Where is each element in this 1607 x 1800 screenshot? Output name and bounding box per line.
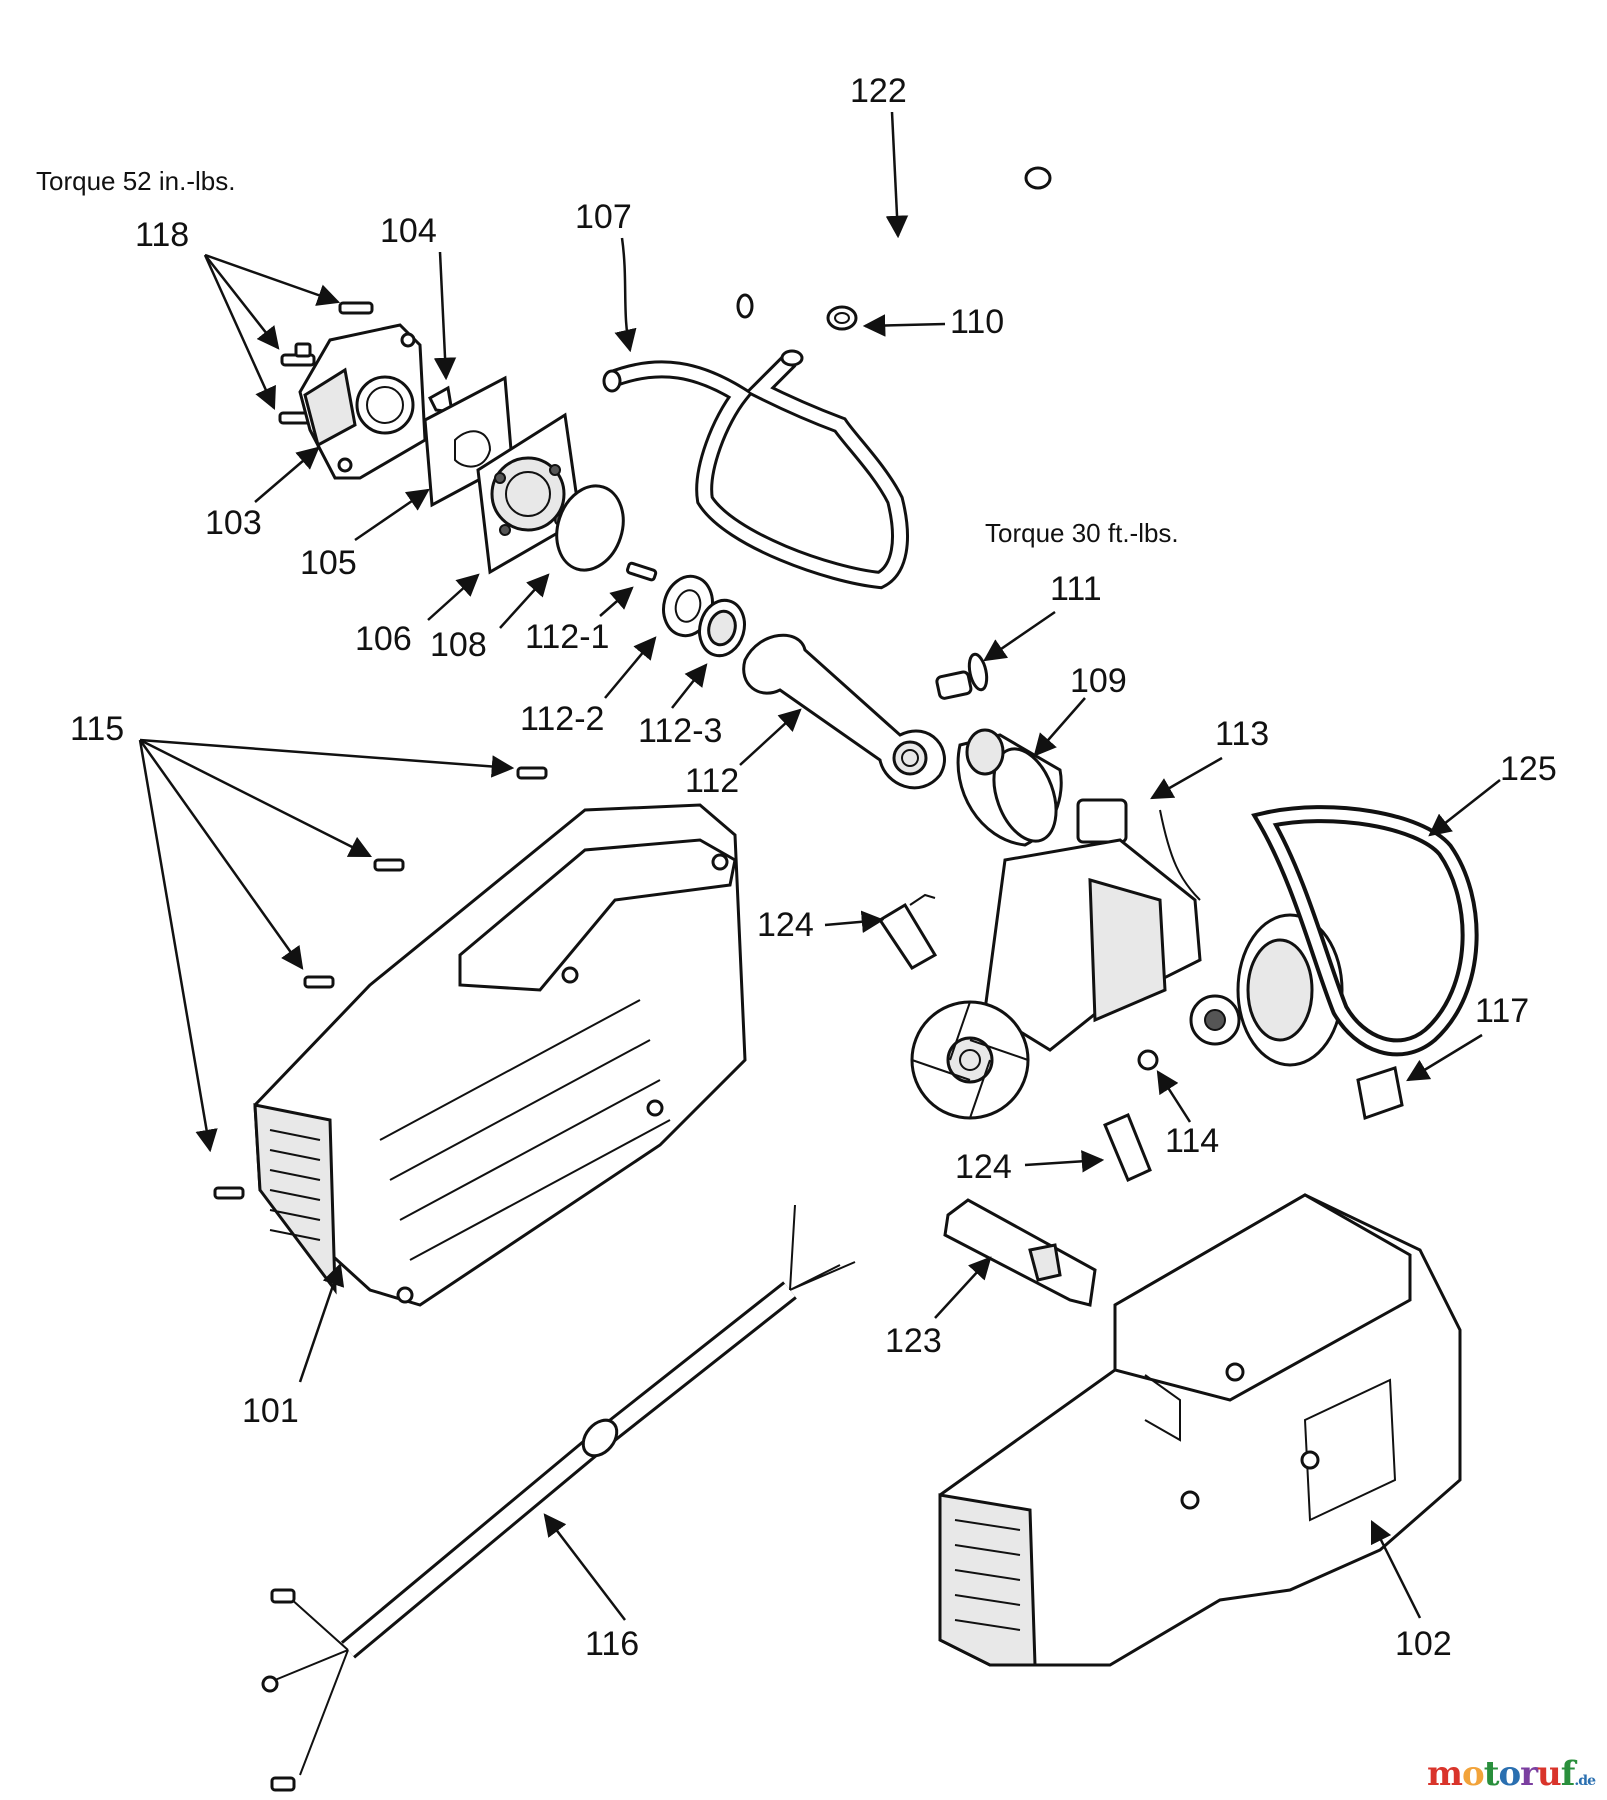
leaders-115 bbox=[138, 738, 515, 1153]
leader-112-2 bbox=[604, 636, 657, 699]
label-111: 111 bbox=[1050, 570, 1102, 608]
watermark-letter: r bbox=[1520, 1754, 1538, 1794]
label-108: 108 bbox=[430, 626, 487, 664]
label-105: 105 bbox=[300, 544, 357, 582]
label-112-3: 112-3 bbox=[638, 712, 722, 750]
leader-103 bbox=[254, 446, 320, 503]
label-110: 110 bbox=[950, 303, 1004, 341]
leader-117 bbox=[1406, 1033, 1483, 1082]
part-pad-117 bbox=[1356, 1066, 1404, 1120]
part-o-ring-108 bbox=[555, 484, 625, 572]
watermark-logo: motoruf.de bbox=[1427, 1754, 1596, 1794]
watermark-text: motoruf bbox=[1427, 1754, 1576, 1794]
leader-113 bbox=[1150, 756, 1223, 800]
label-117: 117 bbox=[1475, 992, 1529, 1030]
leader-101 bbox=[298, 1262, 345, 1383]
leader-124-upper bbox=[824, 910, 885, 933]
label-125: 125 bbox=[1500, 750, 1557, 788]
leader-110 bbox=[862, 314, 946, 337]
part-sleeve-109 bbox=[956, 728, 1063, 847]
part-valve-plate-106 bbox=[476, 412, 582, 575]
label-112: 112 bbox=[685, 762, 739, 800]
leader-112-3 bbox=[671, 663, 708, 709]
leader-116 bbox=[543, 1513, 626, 1621]
part-outlet-tube-122 bbox=[736, 152, 1066, 319]
watermark-letter: t bbox=[1483, 1754, 1500, 1794]
part-shroud-front-102 bbox=[938, 1193, 1462, 1667]
watermark-letter: m bbox=[1427, 1754, 1463, 1794]
label-101: 101 bbox=[242, 1392, 299, 1430]
part-pump-head-103 bbox=[298, 323, 427, 480]
label-124-upper: 124 bbox=[757, 906, 814, 944]
label-102: 102 bbox=[1395, 1625, 1452, 1663]
label-106: 106 bbox=[355, 620, 412, 658]
leader-105 bbox=[354, 488, 430, 542]
torque-note-connecting-rod: Torque 30 ft.-lbs. bbox=[985, 518, 1179, 548]
watermark-letter: u bbox=[1537, 1754, 1562, 1794]
part-belt-125 bbox=[1251, 805, 1479, 1057]
leader-102 bbox=[1370, 1519, 1422, 1619]
part-screws-118 bbox=[278, 301, 374, 425]
leader-114 bbox=[1156, 1070, 1192, 1123]
part-clamp-110 bbox=[826, 305, 858, 331]
label-118: 118 bbox=[135, 216, 189, 254]
leader-106 bbox=[427, 573, 480, 621]
label-116: 116 bbox=[585, 1625, 639, 1663]
watermark-letter: o bbox=[1462, 1754, 1485, 1794]
label-123: 123 bbox=[885, 1322, 942, 1360]
watermark-letter: f bbox=[1560, 1754, 1576, 1794]
leader-123 bbox=[934, 1256, 992, 1319]
part-screw-112-1 bbox=[626, 561, 658, 582]
watermark-suffix: .de bbox=[1574, 1773, 1596, 1789]
leader-124-lower bbox=[1024, 1150, 1105, 1173]
part-bracket-124-upper bbox=[877, 893, 938, 970]
part-bolt-111 bbox=[935, 652, 989, 700]
leader-109 bbox=[1033, 697, 1086, 757]
label-114: 114 bbox=[1165, 1122, 1219, 1160]
label-113: 113 bbox=[1215, 715, 1269, 753]
leader-125 bbox=[1428, 779, 1501, 837]
leader-107 bbox=[614, 237, 637, 353]
label-109: 109 bbox=[1070, 662, 1127, 700]
part-power-cord-116 bbox=[261, 1204, 856, 1792]
label-103: 103 bbox=[205, 504, 262, 542]
watermark-letter: o bbox=[1498, 1754, 1521, 1794]
label-124-lower: 124 bbox=[955, 1148, 1012, 1186]
part-loop-tube-107 bbox=[602, 349, 909, 590]
leader-111 bbox=[983, 610, 1056, 662]
part-bearing-112-3 bbox=[698, 598, 746, 658]
leader-122 bbox=[885, 111, 909, 239]
part-screws-115 bbox=[213, 766, 548, 1200]
part-handle-grip-123 bbox=[943, 1198, 1097, 1307]
leader-104 bbox=[433, 251, 457, 381]
leader-112 bbox=[739, 708, 802, 766]
label-112-2: 112-2 bbox=[520, 700, 604, 738]
leaders-118 bbox=[203, 253, 341, 411]
torque-note-pump-head: Torque 52 in.-lbs. bbox=[36, 166, 235, 196]
label-107: 107 bbox=[575, 198, 632, 236]
part-shroud-rear-101 bbox=[253, 803, 747, 1307]
leader-112-1 bbox=[599, 586, 634, 617]
leader-108 bbox=[499, 573, 550, 629]
label-115: 115 bbox=[70, 710, 124, 748]
part-nut-114 bbox=[1137, 1049, 1159, 1071]
label-112-1: 112-1 bbox=[525, 618, 609, 656]
label-104: 104 bbox=[380, 212, 437, 250]
part-connecting-rod-112 bbox=[742, 633, 946, 790]
part-bracket-124-lower bbox=[1103, 1113, 1152, 1183]
label-122: 122 bbox=[850, 72, 907, 110]
